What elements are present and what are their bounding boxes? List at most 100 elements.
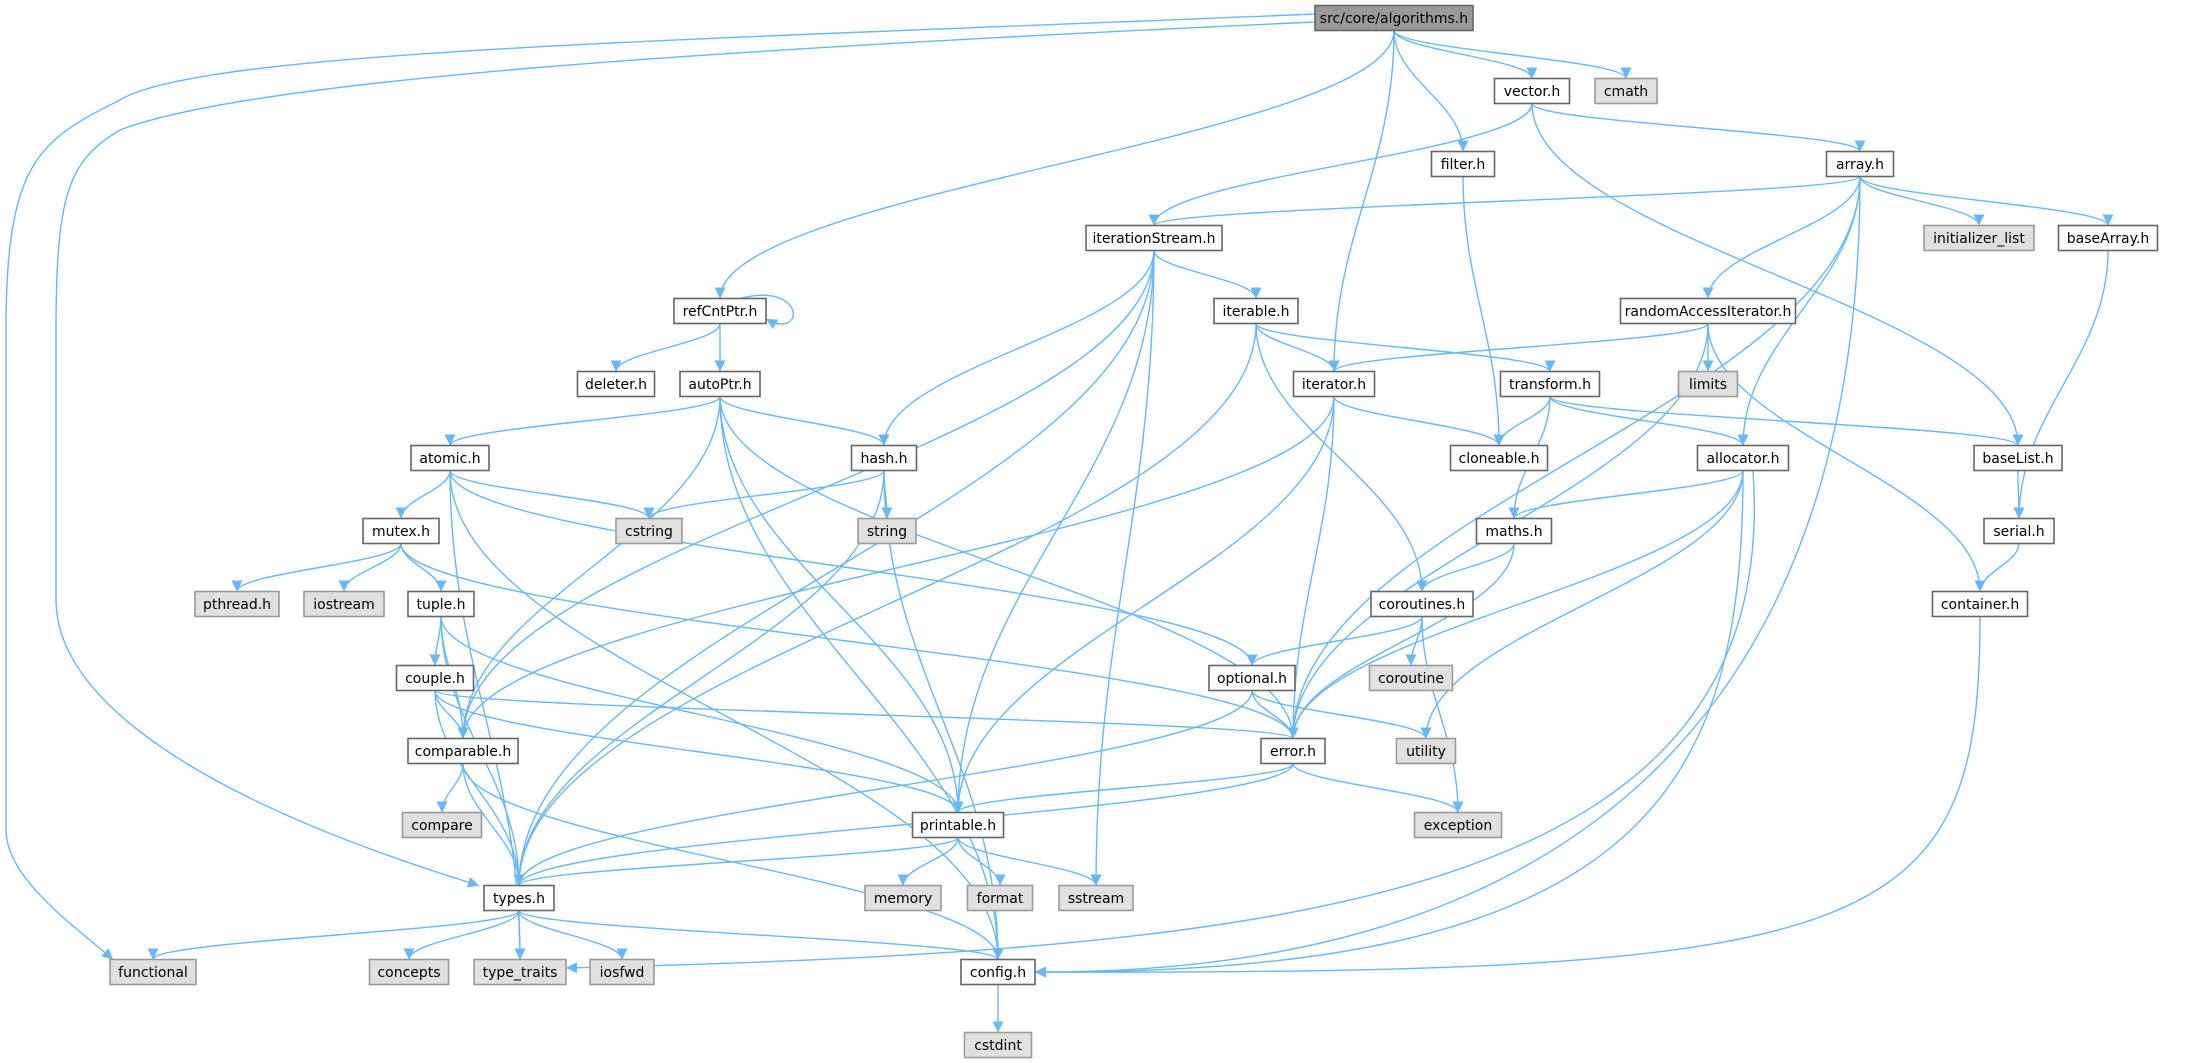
node-compare: compare [401, 811, 483, 839]
node-box [1696, 444, 1790, 472]
node-label: baseArray.h [2067, 231, 2149, 247]
node-iterator[interactable]: iterator.h [1292, 370, 1376, 398]
node-couple[interactable]: couple.h [395, 664, 475, 692]
node-sstream: sstream [1058, 884, 1134, 912]
node-optional[interactable]: optional.h [1208, 664, 1296, 692]
node-refCntPtr[interactable]: refCntPtr.h [673, 297, 767, 325]
edge-iterator-to-printable [952, 396, 1335, 813]
node-box [1370, 590, 1474, 618]
node-coroutines[interactable]: coroutines.h [1370, 590, 1474, 618]
edge-iterator-to-comparable [457, 396, 1335, 739]
node-label: exception [1424, 818, 1492, 834]
node-atomic[interactable]: atomic.h [410, 444, 490, 472]
edge-iterationStream-to-sstream [1090, 250, 1155, 886]
node-label: optional.h [1217, 671, 1287, 687]
node-concepts: concepts [368, 958, 450, 986]
edge-hash-to-cstring [643, 470, 885, 519]
node-initializer_list: initializer_list [1923, 224, 2035, 252]
edge-allocator-to-config [1034, 470, 1744, 978]
edge-coroutines-to-optional [1246, 616, 1423, 666]
node-label: tuple.h [416, 597, 465, 613]
node-deleter[interactable]: deleter.h [576, 370, 656, 398]
node-box [1395, 737, 1457, 765]
edge-comparable-to-types [462, 763, 525, 886]
edge-vector-to-iterationStream [1148, 103, 1533, 226]
edge-algorithms-to-functional [5, 13, 1316, 961]
edge-types-to-functional [147, 909, 520, 961]
node-comparable[interactable]: comparable.h [407, 737, 519, 765]
edge-iterator-to-cloneable [1333, 396, 1505, 446]
node-box [679, 370, 761, 398]
edge-iterationStream-to-iterable [1153, 250, 1262, 299]
node-label: filter.h [1441, 157, 1486, 173]
node-box [1208, 664, 1296, 692]
node-container[interactable]: container.h [1931, 590, 2029, 618]
node-label: allocator.h [1706, 451, 1779, 467]
node-coroutine: coroutine [1368, 664, 1454, 692]
edge-iterable-to-coroutines [1255, 323, 1428, 592]
edge-allocator-to-error [1287, 470, 1744, 739]
node-error[interactable]: error.h [1260, 737, 1326, 765]
node-label: refCntPtr.h [683, 304, 758, 320]
node-box [1430, 150, 1496, 178]
edge-iterable-to-transform [1255, 322, 1556, 373]
edge-types-to-type_traits [514, 910, 526, 960]
node-hash[interactable]: hash.h [850, 444, 918, 472]
edge-transform-to-cloneable [1493, 396, 1551, 446]
node-label: limits [1689, 377, 1727, 393]
node-box [1475, 517, 1553, 545]
edge-maths-to-coroutines [1416, 543, 1515, 592]
node-allocator[interactable]: allocator.h [1696, 444, 1790, 472]
node-filter[interactable]: filter.h [1430, 150, 1496, 178]
node-box [1314, 4, 1474, 32]
node-label: cstring [625, 524, 673, 540]
edge-refCntPtr-to-deleter [610, 323, 721, 372]
node-baseList[interactable]: baseList.h [1973, 444, 2063, 472]
edge-algorithms-to-iterator [1328, 30, 1395, 372]
node-tuple[interactable]: tuple.h [407, 590, 475, 618]
node-array[interactable]: array.h [1825, 150, 1895, 178]
node-box [911, 811, 1005, 839]
node-type_traits: type_traits [473, 958, 567, 986]
edge-maths-to-error [1287, 543, 1515, 739]
node-transform[interactable]: transform.h [1499, 370, 1601, 398]
node-box [407, 737, 519, 765]
node-label: functional [118, 965, 188, 981]
node-autoPtr[interactable]: autoPtr.h [679, 370, 761, 398]
node-label: iterationStream.h [1092, 231, 1215, 247]
node-iterable[interactable]: iterable.h [1213, 297, 1299, 325]
edge-mutex-to-iostream [338, 543, 402, 592]
node-cloneable[interactable]: cloneable.h [1449, 444, 1549, 472]
node-randomAccessIterator[interactable]: randomAccessIterator.h [1619, 297, 1797, 325]
edge-types-to-iosfwd [518, 910, 628, 960]
node-baseArray[interactable]: baseArray.h [2057, 224, 2159, 252]
node-box [1923, 224, 2035, 252]
edge-transform-to-baseList [1549, 395, 2024, 447]
node-printable[interactable]: printable.h [911, 811, 1005, 839]
edge-vector-to-array [1531, 102, 1866, 153]
node-box [1058, 884, 1134, 912]
node-box [109, 958, 197, 986]
node-types[interactable]: types.h [483, 884, 555, 912]
edge-optional-to-types [513, 690, 1253, 886]
node-label: type_traits [483, 965, 558, 981]
node-box [1931, 590, 2029, 618]
node-functional: functional [109, 958, 197, 986]
node-box [1619, 297, 1797, 325]
node-label: baseList.h [1982, 451, 2053, 467]
node-vector[interactable]: vector.h [1493, 77, 1571, 105]
node-serial[interactable]: serial.h [1983, 517, 2055, 545]
node-label: sstream [1068, 891, 1124, 907]
node-label: transform.h [1509, 377, 1591, 393]
node-mutex[interactable]: mutex.h [362, 517, 440, 545]
node-label: iterator.h [1302, 377, 1366, 393]
edge-autoPtr-to-printable [719, 396, 964, 813]
node-label: concepts [377, 965, 440, 981]
node-maths[interactable]: maths.h [1475, 517, 1553, 545]
edge-array-to-initializer_list [1859, 176, 1985, 226]
node-label: iosfwd [600, 965, 645, 981]
node-label: coroutines.h [1379, 597, 1466, 613]
node-iterationStream[interactable]: iterationStream.h [1085, 224, 1223, 252]
node-config[interactable]: config.h [960, 958, 1036, 986]
edge-error-to-types [513, 763, 1294, 886]
